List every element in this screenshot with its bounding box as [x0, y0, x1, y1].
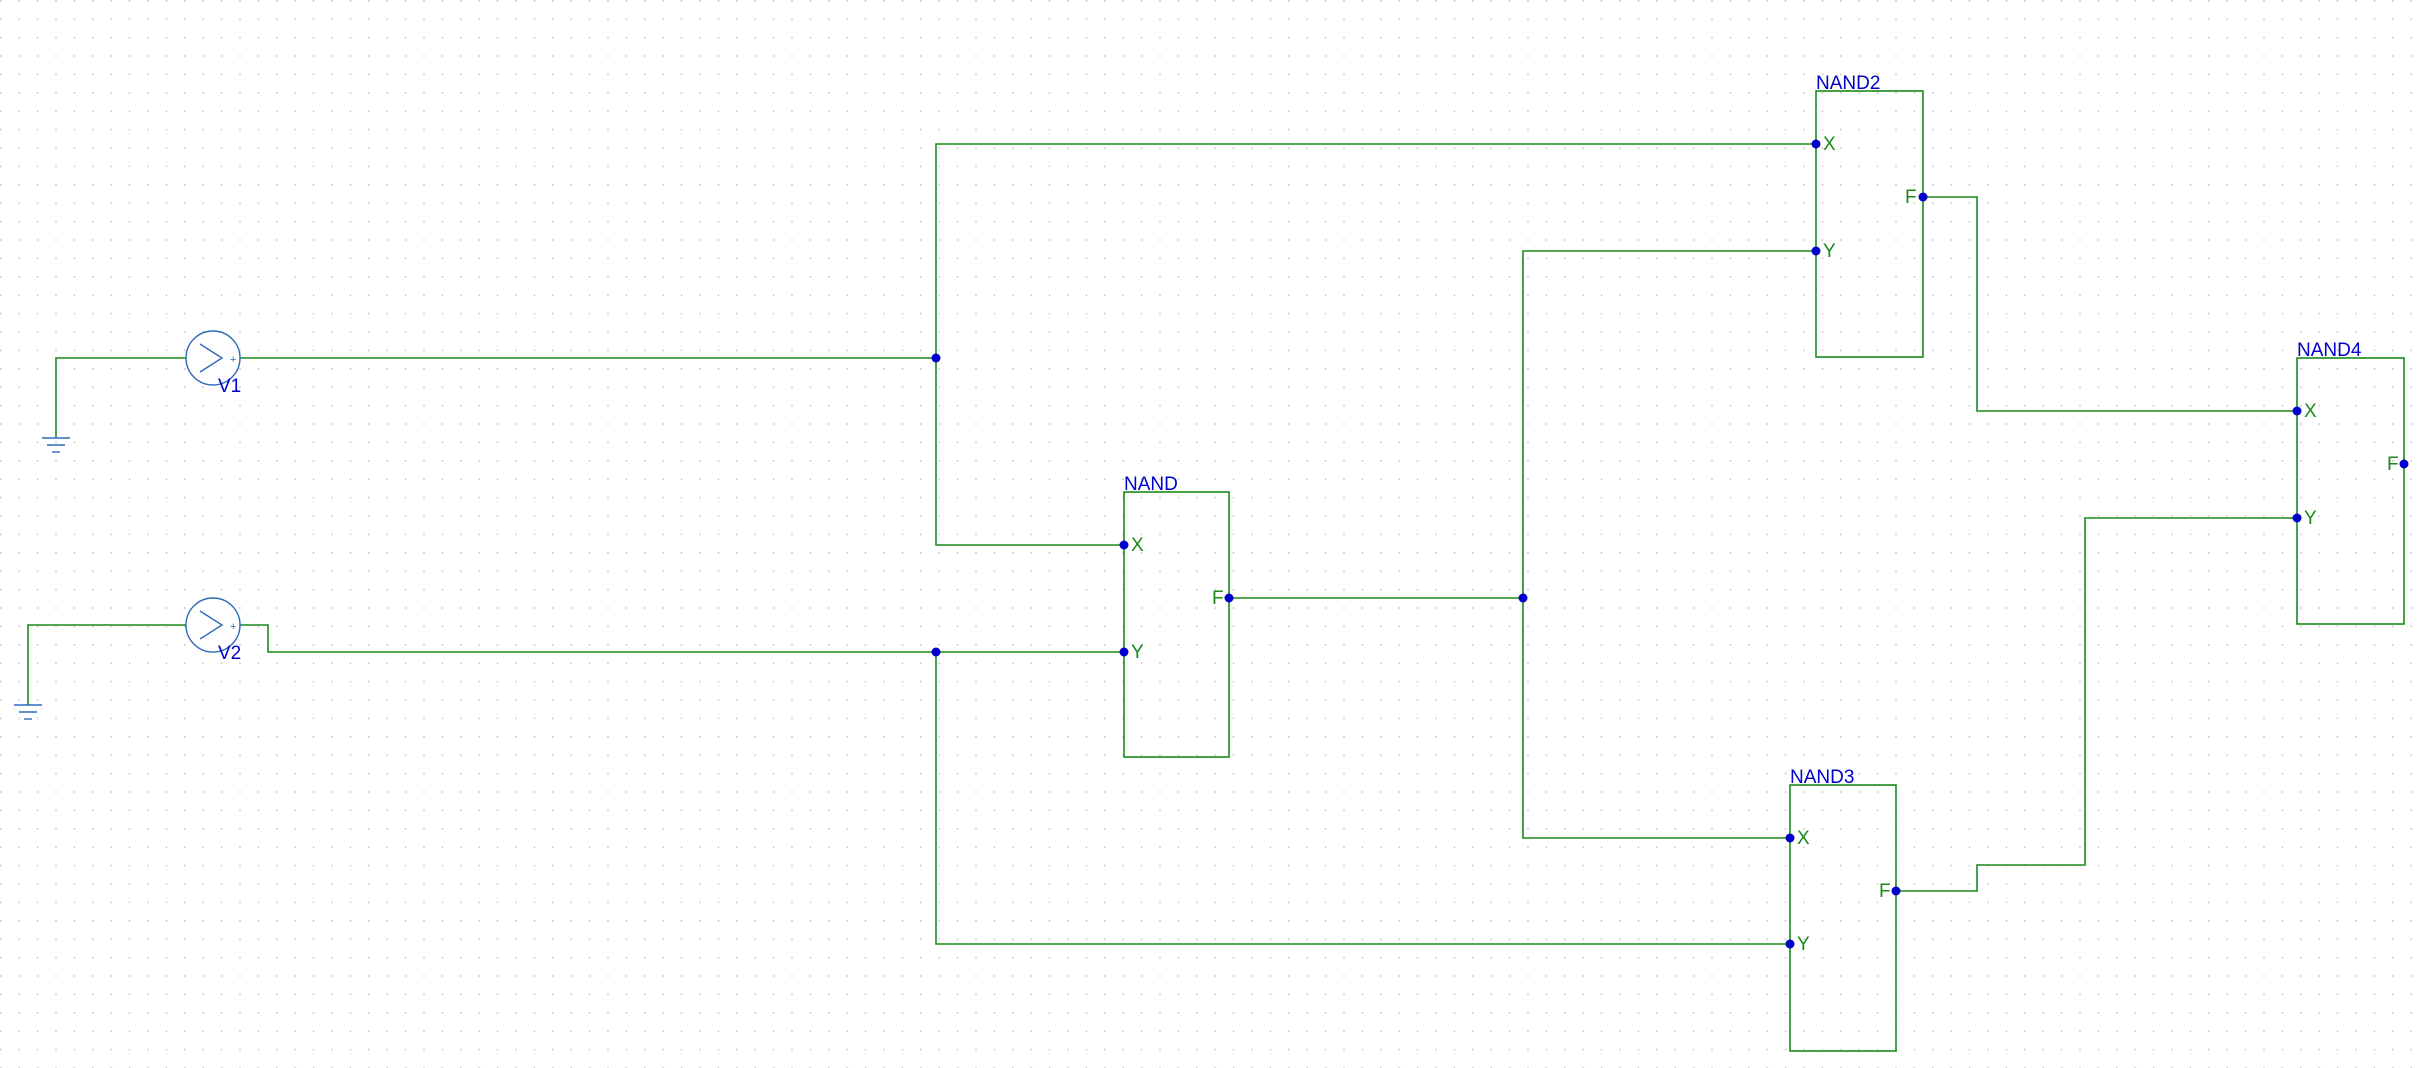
- gate-title: NAND3: [1790, 767, 1854, 788]
- source-symbol-icon: [185, 597, 241, 653]
- gate-body: [1789, 784, 1897, 1052]
- pin-label-f: F: [1879, 881, 1891, 902]
- pin-label-x: X: [1797, 828, 1810, 849]
- pin-label-y: Y: [1131, 642, 1144, 663]
- wire-v1-ground[interactable]: [55, 357, 186, 438]
- gate-nand3[interactable]: NAND3 X Y F: [1789, 767, 1897, 1052]
- pin-node-nand-y[interactable]: [1119, 647, 1129, 657]
- pin-node-nand-f[interactable]: [1224, 593, 1234, 603]
- junction-node[interactable]: [931, 353, 941, 363]
- pin-node-nand4-y[interactable]: [2292, 513, 2302, 523]
- ground-symbol-v2: [14, 704, 42, 720]
- source-plus-label: +: [230, 621, 236, 633]
- pin-node-nand2-y[interactable]: [1811, 246, 1821, 256]
- gate-nand2[interactable]: NAND2 X Y F: [1815, 73, 1924, 358]
- pin-label-x: X: [1823, 134, 1836, 155]
- wire-v1-to-nand-x[interactable]: [935, 358, 1124, 546]
- pin-node-nand3-f[interactable]: [1891, 886, 1901, 896]
- wire-nand-f-to-nand3-x[interactable]: [1522, 598, 1790, 839]
- pin-node-nand4-f[interactable]: [2399, 459, 2409, 469]
- gate-nand[interactable]: NAND X Y F: [1123, 474, 1230, 758]
- pin-node-nand3-x[interactable]: [1785, 833, 1795, 843]
- pin-label-x: X: [1131, 535, 1144, 556]
- pin-label-x: X: [2304, 401, 2317, 422]
- source-label: V2: [218, 643, 241, 664]
- gate-body: [1123, 491, 1230, 758]
- source-label: V1: [218, 376, 241, 397]
- pin-label-y: Y: [1797, 934, 1810, 955]
- pin-label-f: F: [1905, 187, 1917, 208]
- wire-v2-ground[interactable]: [27, 624, 186, 705]
- voltage-source-v2[interactable]: + V2: [185, 597, 241, 664]
- gate-nand4[interactable]: NAND4 X Y F: [2296, 340, 2405, 625]
- gate-body: [1815, 90, 1924, 358]
- wires: [27, 143, 2297, 945]
- pin-label-y: Y: [1823, 241, 1836, 262]
- junction-node[interactable]: [1518, 593, 1528, 603]
- source-plus-label: +: [230, 354, 236, 366]
- wire-v1-to-nand2-x[interactable]: [935, 143, 1816, 358]
- pin-label-f: F: [1212, 588, 1224, 609]
- junction-node[interactable]: [931, 647, 941, 657]
- pin-label-y: Y: [2304, 508, 2317, 529]
- wire-v2-to-nand3-y[interactable]: [935, 652, 1790, 945]
- pin-node-nand2-x[interactable]: [1811, 139, 1821, 149]
- ground-symbol-v1: [42, 437, 70, 453]
- wire-nand3-f-to-nand4-y[interactable]: [1896, 517, 2297, 892]
- pin-node-nand4-x[interactable]: [2292, 406, 2302, 416]
- pulse-waveform-icon: [199, 343, 224, 373]
- pin-label-f: F: [2387, 454, 2399, 475]
- wire-nand2-f-to-nand4-x[interactable]: [1923, 196, 2297, 412]
- wire-nand-f-to-nand2-y[interactable]: [1522, 250, 1816, 598]
- pin-node-nand2-f[interactable]: [1918, 192, 1928, 202]
- pulse-waveform-icon: [199, 610, 224, 640]
- voltage-source-v1[interactable]: + V1: [185, 330, 241, 397]
- wire-v2-out[interactable]: [240, 624, 1124, 653]
- nodes: [931, 139, 2409, 949]
- gate-title: NAND4: [2297, 340, 2362, 361]
- gate-title: NAND2: [1816, 73, 1880, 94]
- gate-title: NAND: [1124, 474, 1178, 495]
- pin-node-nand-x[interactable]: [1119, 540, 1129, 550]
- source-symbol-icon: [185, 330, 241, 386]
- pin-node-nand3-y[interactable]: [1785, 939, 1795, 949]
- gate-body: [2296, 357, 2405, 625]
